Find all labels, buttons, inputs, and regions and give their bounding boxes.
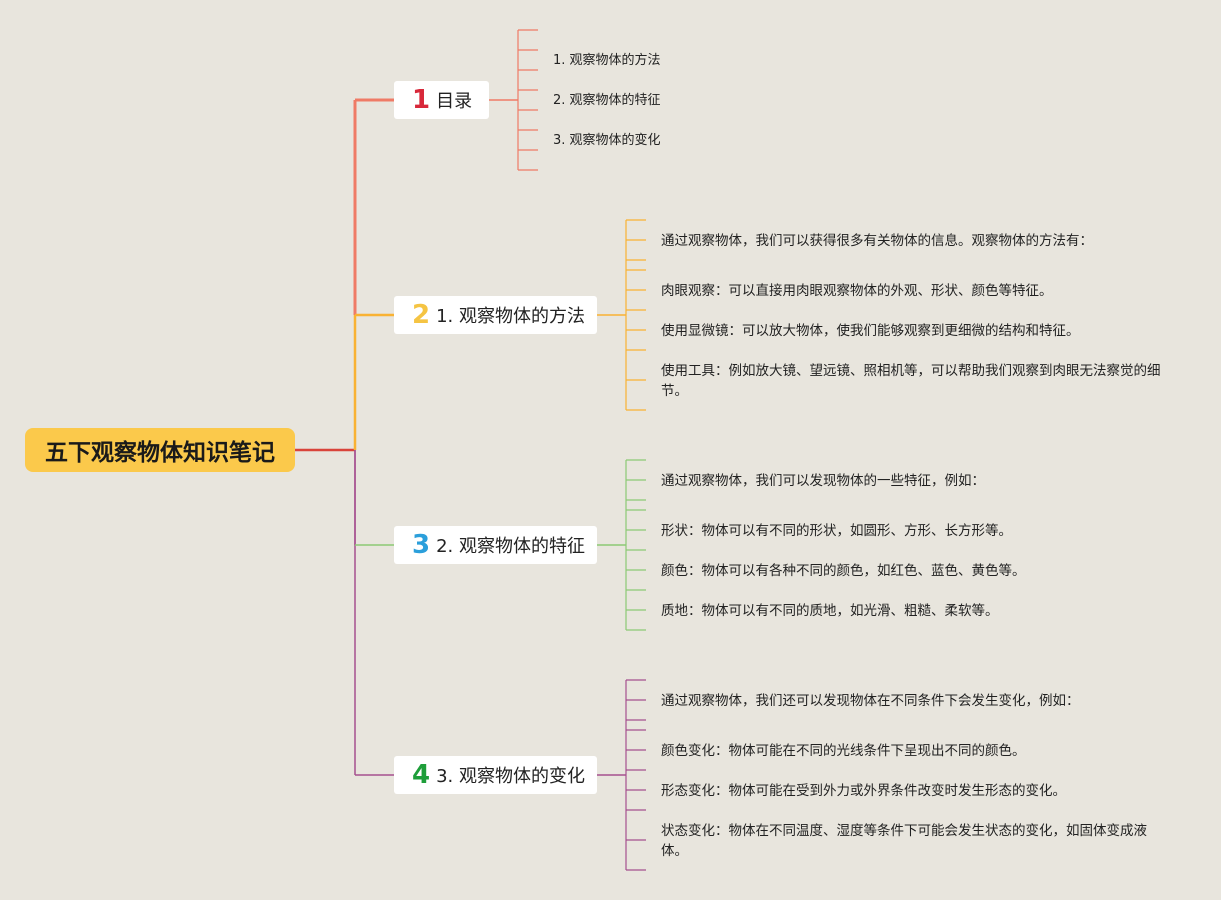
leaf-item[interactable]: 颜色：物体可以有各种不同的颜色，如红色、蓝色、黄色等。 bbox=[661, 563, 1026, 579]
leaf-item[interactable]: 形状：物体可以有不同的形状，如圆形、方形、长方形等。 bbox=[661, 523, 1012, 539]
leaf-item[interactable]: 质地：物体可以有不同的质地，如光滑、粗糙、柔软等。 bbox=[661, 603, 999, 619]
leaf-item[interactable]: 通过观察物体，我们可以发现物体的一些特征，例如： bbox=[661, 473, 985, 489]
number-2-icon: 2 bbox=[412, 300, 431, 330]
number-3-icon: 3 bbox=[412, 530, 431, 560]
branch-toc[interactable]: 1 目录 bbox=[394, 81, 489, 119]
leaf-item[interactable]: 颜色变化：物体可能在不同的光线条件下呈现出不同的颜色。 bbox=[661, 743, 1026, 759]
leaf-item[interactable]: 2. 观察物体的特征 bbox=[553, 93, 661, 108]
branch-changes[interactable]: 4 3. 观察物体的变化 bbox=[394, 756, 597, 794]
branch-features[interactable]: 3 2. 观察物体的特征 bbox=[394, 526, 597, 564]
root-topic[interactable]: 五下观察物体知识笔记 bbox=[25, 428, 295, 472]
branch-label: 1. 观察物体的方法 bbox=[436, 306, 585, 327]
leaf-item[interactable]: 使用显微镜：可以放大物体，使我们能够观察到更细微的结构和特征。 bbox=[661, 323, 1080, 339]
branch-label: 目录 bbox=[436, 91, 473, 112]
leaf-item[interactable]: 形态变化：物体可能在受到外力或外界条件改变时发生形态的变化。 bbox=[661, 783, 1066, 799]
branch-label: 2. 观察物体的特征 bbox=[436, 536, 585, 557]
number-4-icon: 4 bbox=[412, 760, 431, 790]
leaf-item[interactable]: 肉眼观察：可以直接用肉眼观察物体的外观、形状、颜色等特征。 bbox=[661, 283, 1053, 299]
number-1-icon: 1 bbox=[412, 85, 431, 115]
leaf-item[interactable]: 通过观察物体，我们可以获得很多有关物体的信息。观察物体的方法有： bbox=[661, 233, 1093, 249]
leaf-item[interactable]: 1. 观察物体的方法 bbox=[553, 53, 661, 68]
branch-label: 3. 观察物体的变化 bbox=[436, 766, 585, 787]
leaf-item[interactable]: 3. 观察物体的变化 bbox=[553, 133, 661, 148]
branch-methods[interactable]: 2 1. 观察物体的方法 bbox=[394, 296, 597, 334]
leaf-item[interactable]: 通过观察物体，我们还可以发现物体在不同条件下会发生变化，例如： bbox=[661, 693, 1080, 709]
leaf-item[interactable]: 使用工具：例如放大镜、望远镜、照相机等，可以帮助我们观察到肉眼无法察觉的细节。 bbox=[661, 363, 1161, 399]
leaf-item[interactable]: 状态变化：物体在不同温度、湿度等条件下可能会发生状态的变化，如固体变成液体。 bbox=[661, 823, 1147, 859]
